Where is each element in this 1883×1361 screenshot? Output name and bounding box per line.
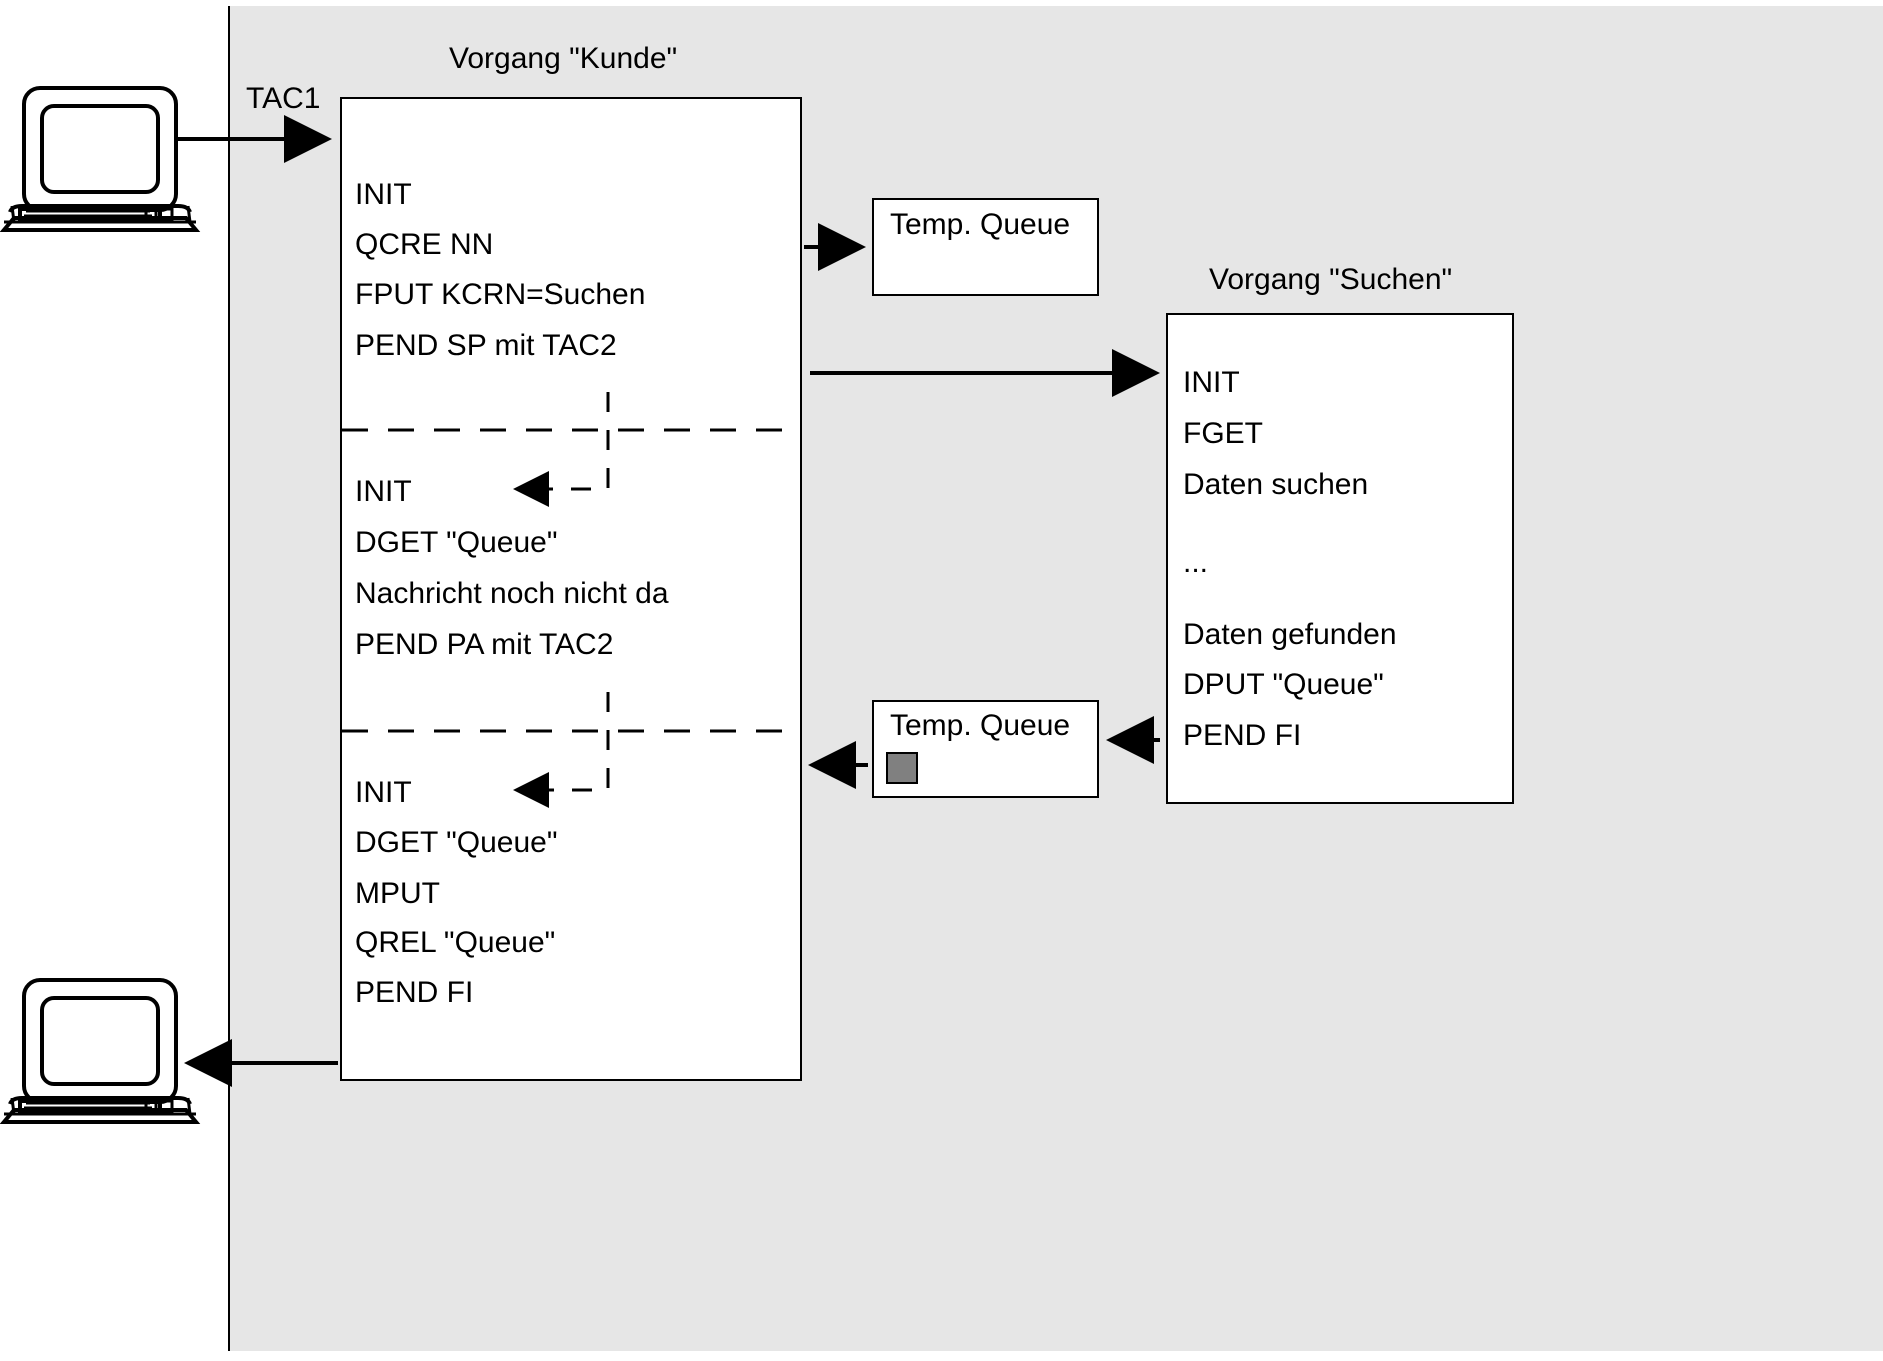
- process-title-suchen: Vorgang "Suchen": [1209, 263, 1453, 296]
- suchen-line-5: DPUT "Queue": [1183, 668, 1384, 701]
- temp-queue-box-top: [872, 198, 1099, 296]
- queue-message-marker: [886, 752, 918, 784]
- kunde-s3-line-2: MPUT: [355, 877, 440, 910]
- process-title-kunde: Vorgang "Kunde": [449, 42, 678, 75]
- kunde-s1-line-2: FPUT KCRN=Suchen: [355, 278, 646, 311]
- process-box-kunde: [340, 97, 802, 1081]
- dashed-return-path-2: [513, 692, 610, 808]
- temp-queue-label-top: Temp. Queue: [890, 208, 1071, 241]
- process-box-suchen: [1166, 313, 1514, 804]
- entry-label-tac1: TAC1: [246, 82, 321, 115]
- suchen-line-6: PEND FI: [1183, 719, 1302, 752]
- kunde-s2-line-2: Nachricht noch nicht da: [355, 577, 669, 610]
- suchen-line-2: Daten suchen: [1183, 468, 1369, 501]
- kunde-s1-line-3: PEND SP mit TAC2: [355, 329, 617, 362]
- computer-terminal-icon-bottom: [0, 978, 201, 1124]
- temp-queue-box-bottom: [872, 700, 1099, 798]
- kunde-s3-line-3: QREL "Queue": [355, 926, 556, 959]
- computer-terminal-icon-top: [0, 86, 201, 232]
- kunde-s1-line-0: INIT: [355, 178, 412, 211]
- kunde-s3-line-0: INIT: [355, 776, 412, 809]
- kunde-s1-line-1: QCRE NN: [355, 228, 494, 261]
- kunde-s2-line-3: PEND PA mit TAC2: [355, 628, 614, 661]
- suchen-line-1: FGET: [1183, 417, 1263, 450]
- kunde-s2-line-1: DGET "Queue": [355, 526, 558, 559]
- kunde-s2-line-0: INIT: [355, 475, 412, 508]
- suchen-line-4: Daten gefunden: [1183, 618, 1397, 651]
- suchen-line-0: INIT: [1183, 366, 1240, 399]
- kunde-s3-line-1: DGET "Queue": [355, 826, 558, 859]
- kunde-s3-line-4: PEND FI: [355, 976, 474, 1009]
- temp-queue-label-bottom: Temp. Queue: [890, 709, 1071, 742]
- suchen-line-3: ...: [1183, 546, 1209, 579]
- dashed-return-path-1: [513, 392, 610, 507]
